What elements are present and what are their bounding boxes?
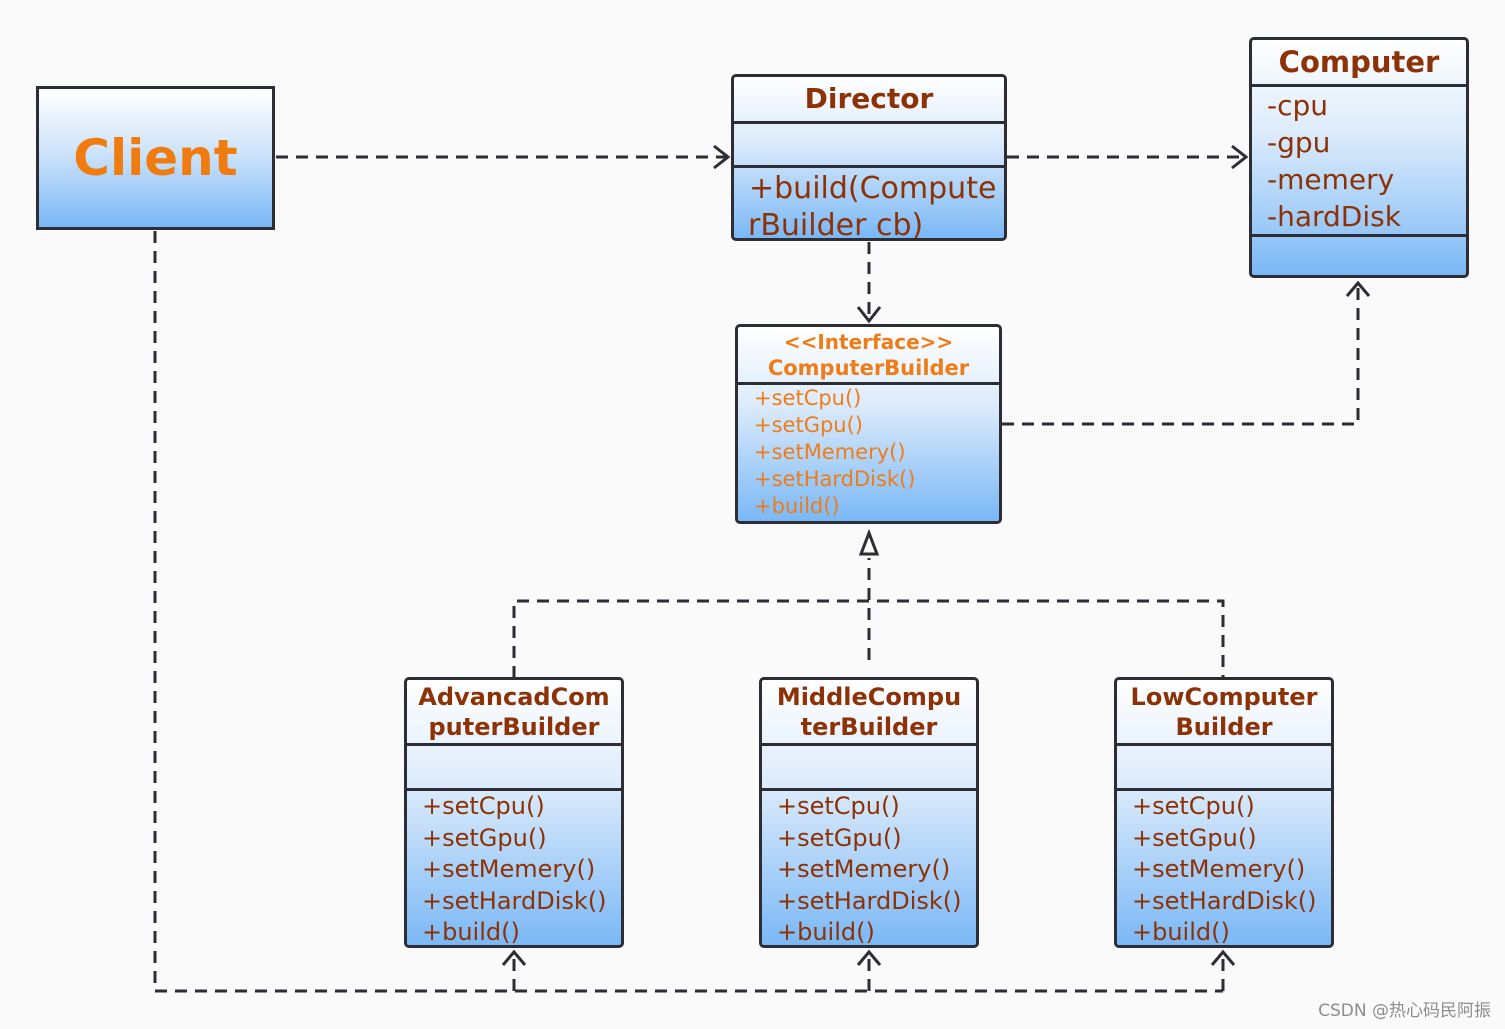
low-builder-operation: +setCpu() <box>1132 792 1255 820</box>
low-builder-name: Builder <box>1175 713 1273 741</box>
computer-class[interactable]: Computer -cpu -gpu -memery -hardDisk <box>1249 37 1469 278</box>
advanced-builder-name: AdvancadCom <box>418 683 610 711</box>
low-builder-operation: +setMemery() <box>1132 855 1306 883</box>
computer-builder-name-section: <<Interface>> ComputerBuilder <box>738 327 999 385</box>
middle-builder-operation: +setCpu() <box>777 792 900 820</box>
arrowhead-computer-up <box>1345 280 1371 297</box>
computer-name-section: Computer <box>1252 40 1466 87</box>
computer-attribute: -cpu <box>1267 89 1329 122</box>
computer-builder-operation: +setHardDisk() <box>754 467 916 491</box>
computer-attribute: -memery <box>1267 163 1395 196</box>
advanced-builder-operations-section: +setCpu() +setGpu() +setMemery() +setHar… <box>407 791 621 946</box>
director-name: Director <box>804 82 934 115</box>
realization-triangle <box>858 528 880 556</box>
connector-builder-computer <box>1002 286 1360 426</box>
middle-builder-attributes-section <box>762 746 976 791</box>
middle-builder-class[interactable]: MiddleCompu terBuilder +setCpu() +setGpu… <box>759 677 979 948</box>
arrowhead-computer-right <box>1231 144 1249 170</box>
computer-attribute: -hardDisk <box>1267 200 1401 233</box>
middle-builder-name-section: MiddleCompu terBuilder <box>762 680 976 746</box>
computer-name: Computer <box>1278 45 1440 79</box>
middle-builder-operation: +setGpu() <box>777 823 902 852</box>
director-operations-section: +build(Compute rBuilder cb) <box>734 168 1004 241</box>
advanced-builder-operation: +setCpu() <box>422 792 545 820</box>
middle-builder-operations-section: +setCpu() +setGpu() +setMemery() +setHar… <box>762 791 976 946</box>
computer-builder-interface[interactable]: <<Interface>> ComputerBuilder +setCpu() … <box>735 324 1002 524</box>
low-builder-attributes-section <box>1117 746 1331 791</box>
advanced-builder-operation: +build() <box>422 918 520 946</box>
computer-builder-operations-section: +setCpu() +setGpu() +setMemery() +setHar… <box>738 385 999 520</box>
low-builder-name: LowComputer <box>1130 683 1318 711</box>
advanced-builder-operation: +setHardDisk() <box>422 886 607 915</box>
client-label: Client <box>73 129 238 187</box>
computer-attributes-section: -cpu -gpu -memery -hardDisk <box>1252 87 1466 237</box>
low-builder-operation: +build() <box>1132 918 1230 946</box>
middle-builder-operation: +setMemery() <box>777 855 951 883</box>
director-name-section: Director <box>734 77 1004 124</box>
watermark: CSDN @热心码民阿振 <box>1318 1001 1491 1021</box>
low-builder-operations-section: +setCpu() +setGpu() +setMemery() +setHar… <box>1117 791 1331 946</box>
middle-builder-operation: +build() <box>777 918 875 946</box>
computer-attribute: -gpu <box>1267 126 1331 159</box>
computer-builder-name: ComputerBuilder <box>767 356 970 380</box>
client-box[interactable]: Client <box>36 86 275 230</box>
arrowhead-advanced-up <box>501 949 527 966</box>
advanced-builder-operation: +setGpu() <box>422 823 547 852</box>
interface-stereotype: <<Interface>> <box>783 330 954 354</box>
advanced-builder-attributes-section <box>407 746 621 791</box>
middle-builder-name: MiddleCompu <box>776 683 962 711</box>
middle-builder-operation: +setHardDisk() <box>777 886 962 915</box>
low-builder-class[interactable]: LowComputer Builder +setCpu() +setGpu() … <box>1114 677 1334 948</box>
middle-builder-name: terBuilder <box>800 713 938 741</box>
arrowhead-builder-down <box>856 306 882 324</box>
computer-builder-operation: +setMemery() <box>754 440 906 464</box>
low-builder-name-section: LowComputer Builder <box>1117 680 1331 746</box>
advanced-builder-class[interactable]: AdvancadCom puterBuilder +setCpu() +setG… <box>404 677 624 948</box>
arrowhead-middle-up <box>856 949 882 966</box>
director-operation: rBuilder cb) <box>748 208 924 241</box>
connector-realization-bar <box>512 599 1225 678</box>
connector-client-builders <box>153 231 1223 993</box>
arrowhead-director <box>713 144 731 170</box>
director-attributes-section <box>734 124 1004 168</box>
advanced-builder-name-section: AdvancadCom puterBuilder <box>407 680 621 746</box>
advanced-builder-name: puterBuilder <box>428 713 600 741</box>
computer-builder-operation: +setCpu() <box>754 386 862 410</box>
director-class[interactable]: Director +build(Compute rBuilder cb) <box>731 74 1007 241</box>
low-builder-operation: +setHardDisk() <box>1132 886 1317 915</box>
computer-builder-operation: +build() <box>754 494 840 518</box>
low-builder-operation: +setGpu() <box>1132 823 1257 852</box>
arrowhead-low-up <box>1210 949 1236 966</box>
director-operation: +build(Compute <box>749 171 997 206</box>
advanced-builder-operation: +setMemery() <box>422 855 596 883</box>
computer-builder-operation: +setGpu() <box>754 413 863 437</box>
